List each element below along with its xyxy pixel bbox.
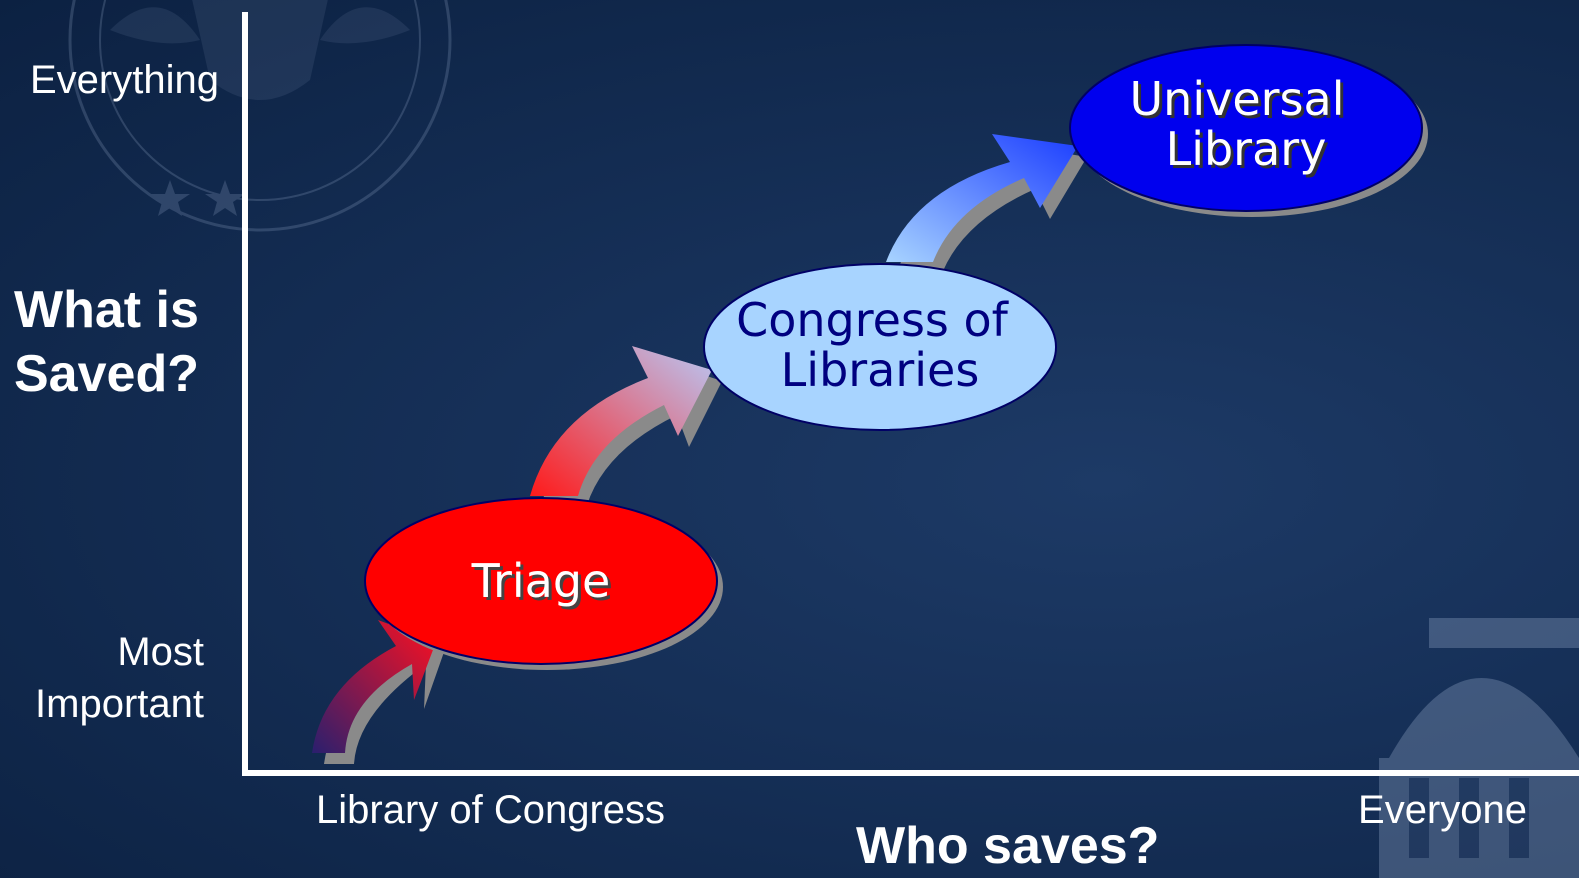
y-axis-title-line2: Saved? [14,345,199,403]
universal-label-line2-shadow: Library [1169,125,1330,179]
y-axis-title-line1: What is [14,281,199,339]
stage-triage: Triage Triage [364,497,723,670]
seal-watermark [68,0,452,232]
capitol-dome-watermark [1379,618,1579,878]
arrow-to-congress [530,346,722,505]
x-axis-right-label: Everyone [1358,788,1527,832]
svg-text:Universal: Universal [1133,75,1348,129]
svg-text:Library: Library [1166,122,1327,176]
universal-label-line2: Library [1166,122,1327,176]
y-axis-bottom-label-line2: Important [35,682,204,726]
arrow-to-universal [886,134,1087,271]
arrow-to-triage [312,620,444,764]
svg-text:Triage: Triage [474,557,614,611]
congress-label-line1: Congress of [736,293,1010,347]
svg-text:Libraries: Libraries [781,343,980,397]
universal-ellipse [1069,44,1423,212]
svg-text:Universal: Universal [1130,72,1345,126]
svg-text:Library: Library [1169,125,1330,179]
triage-ellipse [364,497,718,665]
congress-label-line2: Libraries [781,343,980,397]
x-axis-title: Who saves? [856,817,1160,875]
triage-label: Triage [471,554,611,608]
y-axis-bottom-label-line1: Most [117,630,204,674]
svg-text:Congress of: Congress of [736,293,1010,347]
y-axis-top-label: Everything [30,58,219,102]
x-axis-left-label: Library of Congress [316,788,666,832]
stage-universal-library: Universal Universal Library Library [1069,44,1428,217]
universal-label-line1: Universal [1130,72,1345,126]
universal-label-line1-shadow: Universal [1133,75,1348,129]
congress-ellipse [703,263,1057,431]
stage-congress-of-libraries: Congress of Libraries [703,263,1057,431]
triage-label-shadow: Triage [474,557,614,611]
svg-text:Triage: Triage [471,554,611,608]
